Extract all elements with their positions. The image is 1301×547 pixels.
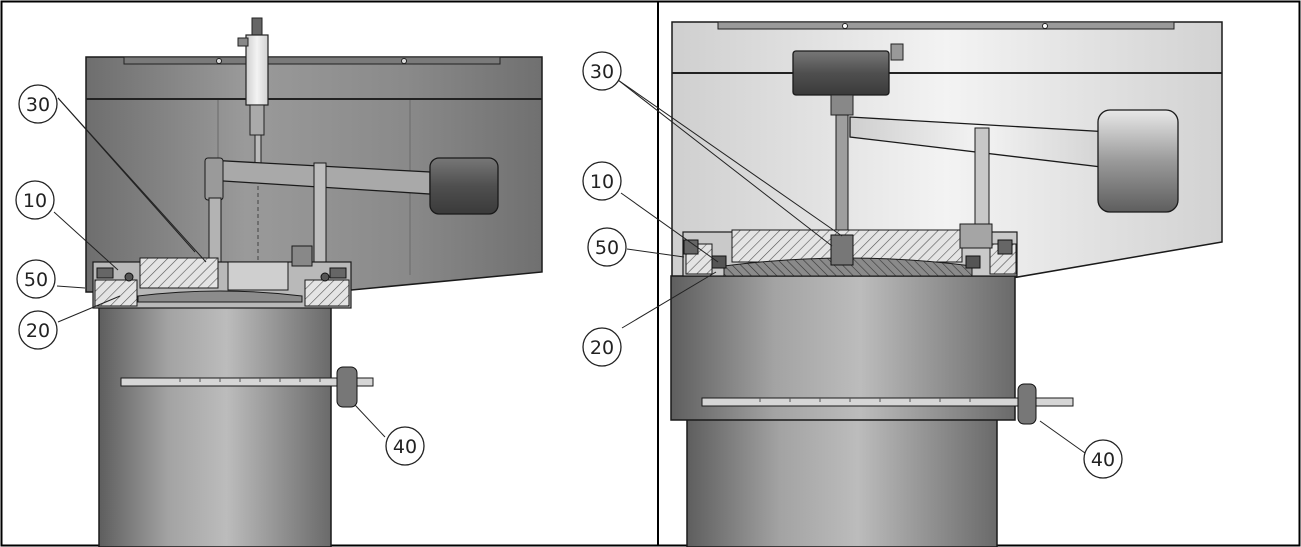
callout-10: 10 [582,161,622,201]
callout-10: 10 [15,180,55,220]
right-counterweight [1097,109,1179,213]
left-support-rod [313,162,327,264]
callout-20: 20 [582,327,622,367]
callout-20: 20 [18,310,58,350]
callout-10-label: 10 [23,190,47,212]
callout-30: 30 [582,51,622,91]
callout-20-label: 20 [26,320,50,342]
callout-10-label: 10 [590,171,614,193]
right-bolt [683,239,699,255]
right-callouts: 30 10 50 20 40 [582,51,1123,479]
left-flange-section-right [304,279,350,307]
callout-40: 40 [385,426,425,466]
right-figure [617,21,1223,547]
callout-30: 30 [18,84,58,124]
left-figure [53,17,543,547]
left-callouts: 30 10 50 20 40 [15,84,425,466]
right-support-rod [974,127,990,237]
callout-50-label: 50 [24,269,48,291]
left-clamp [336,366,358,408]
right-lower-cylinder [686,417,998,547]
right-ruler [701,397,1074,407]
left-seal-block [139,257,219,289]
left-actuator-body [245,34,269,106]
left-ruler [120,377,374,387]
callout-50: 50 [587,227,627,267]
right-leaders [617,79,1086,454]
left-bolt [96,267,114,279]
right-upper-cylinder [670,275,1016,421]
right-top-rail [717,21,1175,30]
callout-50: 50 [16,259,56,299]
left-top-rail [123,56,501,65]
callout-50-label: 50 [595,237,619,259]
left-counterweight [429,157,499,215]
callout-20-label: 20 [590,337,614,359]
left-flange-section-left [94,279,138,307]
callout-40-label: 40 [1091,449,1115,471]
right-actuator-disc [792,50,890,96]
left-cylinder [98,305,332,547]
left-lever-pivot [204,157,224,201]
callout-40-label: 40 [393,436,417,458]
right-clamp [1017,383,1037,425]
left-leaders [53,97,386,438]
callout-30-label: 30 [590,61,614,83]
callout-40: 40 [1083,439,1123,479]
callout-30-label: 30 [26,94,50,116]
